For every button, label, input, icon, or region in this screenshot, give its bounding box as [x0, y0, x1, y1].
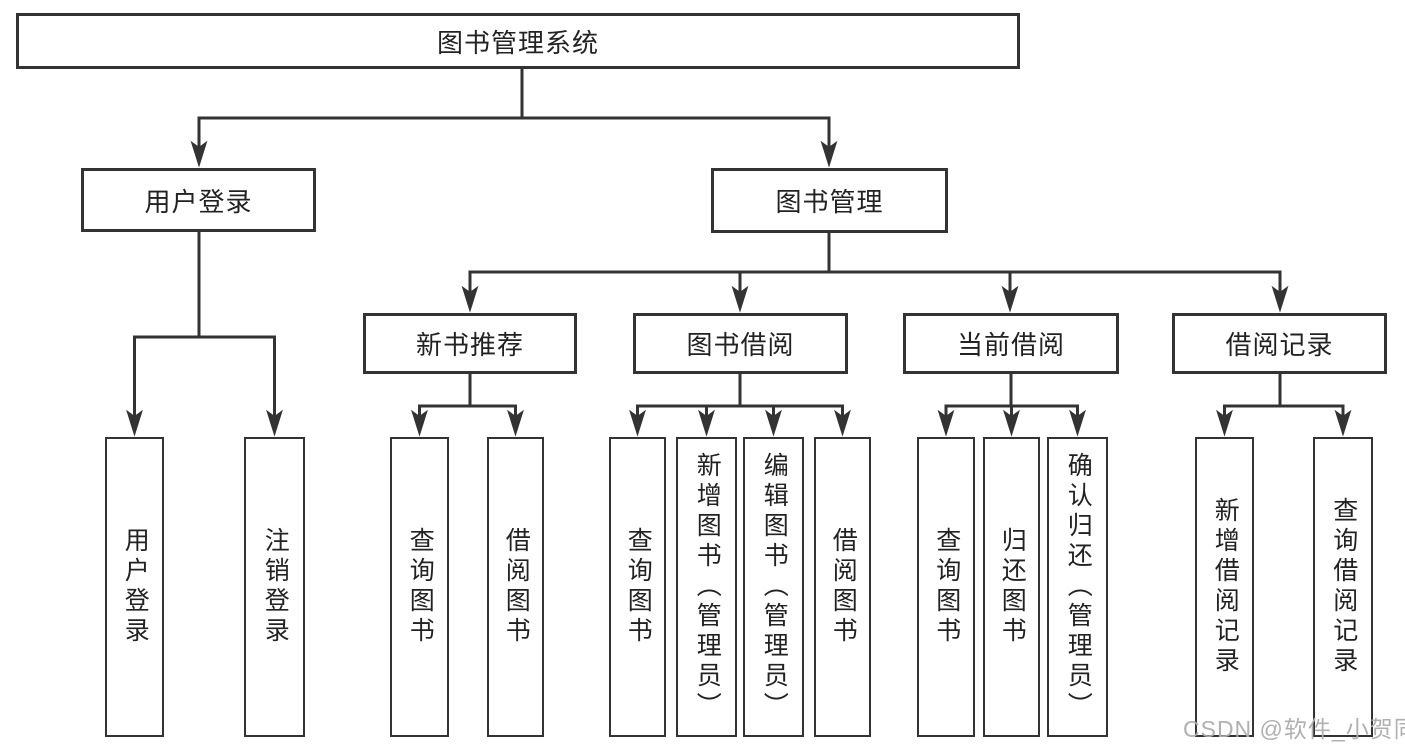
node-borrowing-records: 借阅记录 [1172, 313, 1387, 374]
leaf-records-query-record-label: 查询借阅记录 [1329, 497, 1358, 677]
node-new-book-recommend-label: 新书推荐 [415, 330, 524, 360]
leaf-current-query-books-label: 查询图书 [932, 527, 961, 647]
node-user-login: 用户登录 [81, 168, 316, 232]
csdn-watermark: CSDN @软件_小贺同学 [1183, 716, 1405, 742]
leaf-borrow-query-books: 查询图书 [609, 437, 666, 737]
node-book-management: 图书管理 [711, 168, 948, 233]
node-library-system: 图书管理系统 [16, 13, 1020, 69]
node-new-book-recommend: 新书推荐 [363, 313, 577, 374]
leaf-newbooks-borrow-books: 借阅图书 [487, 437, 544, 737]
connector-root-to-level2 [190, 69, 838, 168]
leaf-current-query-books: 查询图书 [917, 437, 975, 737]
leaf-records-query-record: 查询借阅记录 [1313, 437, 1373, 737]
leaf-logout: 注销登录 [244, 437, 305, 737]
connector-userlogin-to-leaves [126, 232, 283, 437]
leaf-borrow-edit-books-admin: 编辑图书（管理员） [743, 437, 804, 737]
leaf-current-return-books: 归还图书 [983, 437, 1040, 737]
node-book-borrowing-label: 图书借阅 [686, 330, 795, 360]
leaf-user-login: 用户登录 [105, 437, 164, 737]
node-current-borrowing-label: 当前借阅 [956, 330, 1065, 360]
node-borrowing-records-label: 借阅记录 [1225, 330, 1334, 360]
leaf-records-add-record-label: 新增借阅记录 [1211, 497, 1240, 677]
leaf-borrow-add-books-admin: 新增图书（管理员） [676, 437, 737, 737]
node-current-borrowing: 当前借阅 [903, 313, 1119, 374]
leaf-borrow-borrow-books-label: 借阅图书 [829, 527, 858, 647]
leaf-user-login-label: 用户登录 [121, 527, 150, 647]
leaf-borrow-query-books-label: 查询图书 [624, 527, 653, 647]
connector-records-to-leaves [1216, 374, 1352, 437]
leaf-borrow-add-books-admin-label: 新增图书（管理员） [693, 452, 722, 722]
leaf-newbooks-query-books-label: 查询图书 [406, 527, 435, 647]
leaf-current-confirm-return-admin-label: 确认归还（管理员） [1064, 452, 1093, 722]
connector-bookmgmt-to-level3 [461, 233, 1289, 313]
leaf-records-add-record: 新增借阅记录 [1195, 437, 1254, 737]
leaf-borrow-borrow-books: 借阅图书 [814, 437, 871, 737]
leaf-current-return-books-label: 归还图书 [998, 527, 1027, 647]
node-user-login-label: 用户登录 [144, 186, 253, 217]
node-book-borrowing: 图书借阅 [633, 313, 848, 374]
leaf-borrow-edit-books-admin-label: 编辑图书（管理员） [760, 452, 789, 722]
connector-newbooks-to-leaves [411, 374, 524, 437]
node-book-management-label: 图书管理 [775, 187, 884, 217]
leaf-newbooks-borrow-books-label: 借阅图书 [502, 527, 531, 647]
leaf-newbooks-query-books: 查询图书 [390, 437, 449, 737]
connector-bookborrow-to-leaves [629, 374, 851, 437]
connector-currentborrow-to-leaves [937, 374, 1086, 437]
leaf-logout-label: 注销登录 [261, 527, 290, 647]
node-library-system-label: 图书管理系统 [436, 27, 599, 58]
leaf-current-confirm-return-admin: 确认归还（管理员） [1047, 437, 1108, 737]
